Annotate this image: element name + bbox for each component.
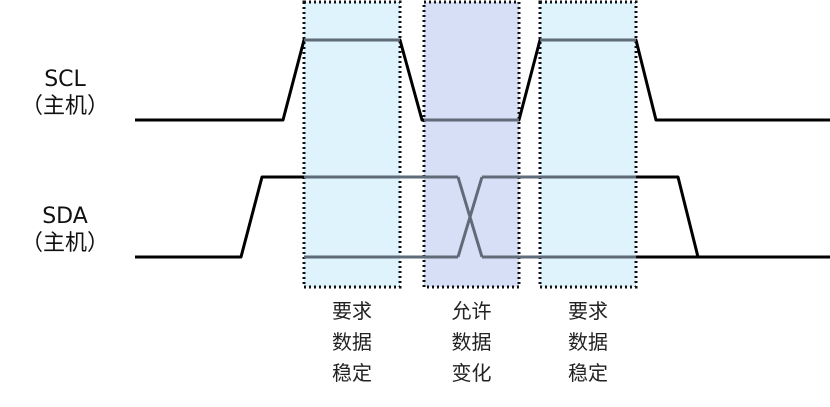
region-caption-line: 数据 <box>332 330 372 354</box>
region-caption-line: 允许 <box>451 299 492 323</box>
region-caption-line: 稳定 <box>568 361 608 385</box>
region-caption-line: 要求 <box>332 299 372 323</box>
sda-low-rail-left <box>135 175 304 259</box>
region-box-change <box>422 0 521 289</box>
sda-owner: （主机） <box>20 231 109 256</box>
region-caption-line: 数据 <box>568 330 608 354</box>
region-box-stable-1 <box>302 0 402 289</box>
scl-owner: （主机） <box>20 94 109 119</box>
region-caption-line: 稳定 <box>332 361 372 385</box>
region-caption-stable-1: 要求 数据 稳定 <box>304 296 400 389</box>
sda-right <box>636 175 830 259</box>
scl-name: SCL <box>44 67 86 92</box>
region-caption-stable-2: 要求 数据 稳定 <box>540 296 636 389</box>
scl-label: SCL （主机） <box>10 66 120 120</box>
region-caption-change: 允许 数据 变化 <box>424 296 519 389</box>
region-caption-line: 要求 <box>568 299 608 323</box>
sda-label: SDA （主机） <box>10 203 120 257</box>
region-caption-line: 数据 <box>451 330 492 354</box>
region-caption-line: 变化 <box>451 361 492 385</box>
region-box-stable-2 <box>538 0 638 289</box>
sda-name: SDA <box>42 204 88 229</box>
sda-cross-up <box>456 176 484 258</box>
